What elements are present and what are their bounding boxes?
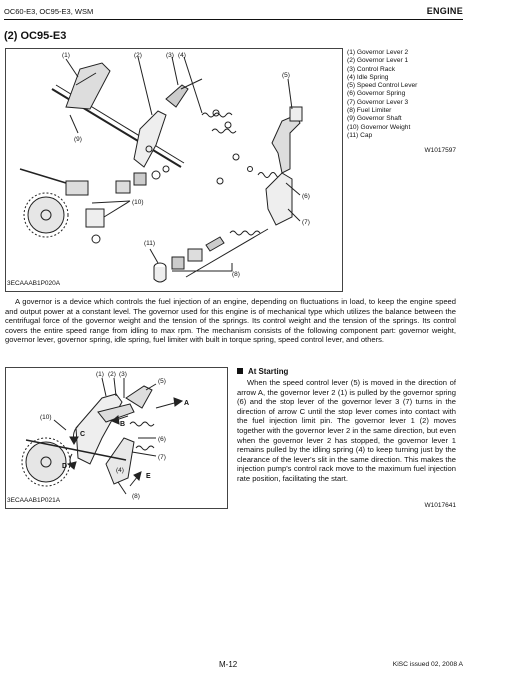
figure1-code: 3ECAAAB1P020A	[7, 280, 61, 287]
governor-description: A governor is a device which controls th…	[5, 297, 456, 345]
svg-text:(7): (7)	[302, 219, 310, 226]
svg-text:(10): (10)	[40, 414, 52, 421]
svg-text:C: C	[80, 431, 85, 438]
svg-text:(4): (4)	[178, 52, 186, 59]
governor-exploded-drawing: (1) (2) (3) (4) (5) (6) (7) (8) (9) (10)…	[19, 52, 310, 283]
header-section: ENGINE	[426, 6, 463, 16]
legend-item: (10) Governor Weight	[347, 123, 411, 131]
figure2-code: 3ECAAAB1P021A	[7, 497, 61, 504]
parts-legend: (1) Governor Lever 2 (2) Governor Lever …	[347, 49, 417, 140]
svg-text:(2): (2)	[134, 52, 142, 59]
svg-text:(2): (2)	[108, 371, 116, 378]
at-starting-heading: At Starting	[237, 367, 288, 376]
legend-item: (7) Governor Lever 3	[347, 98, 409, 106]
svg-text:(11): (11)	[144, 240, 155, 247]
svg-text:(3): (3)	[166, 52, 174, 59]
svg-text:(6): (6)	[158, 436, 166, 443]
legend-item: (8) Fuel Limiter	[347, 107, 392, 115]
svg-text:A: A	[184, 400, 189, 407]
header-rule	[4, 19, 463, 20]
at-starting-body: When the speed control lever (5) is move…	[237, 378, 456, 483]
bullet-square-icon	[237, 368, 243, 374]
svg-text:(5): (5)	[158, 378, 166, 385]
svg-text:(6): (6)	[302, 193, 310, 200]
starting-operation-drawing: (1) (2) (3) (5) (10) (6) (7) (8) (4) A B…	[21, 371, 189, 500]
section-title: (2) OC95-E3	[4, 30, 67, 42]
svg-text:(8): (8)	[132, 493, 140, 500]
page-number: M-12	[219, 660, 238, 669]
legend-item: (3) Control Rack	[347, 65, 396, 73]
svg-text:(7): (7)	[158, 454, 166, 461]
svg-text:E: E	[146, 473, 151, 480]
at-starting-code: W1017641	[424, 502, 456, 509]
legend-item: (6) Governor Spring	[347, 90, 406, 98]
starting-operation-figure: (1) (2) (3) (5) (10) (6) (7) (8) (4) A B…	[5, 367, 228, 509]
issue-info: KiSC issued 02, 2008 A	[392, 661, 463, 668]
svg-text:(4): (4)	[116, 467, 124, 474]
legend-item: (11) Cap	[347, 131, 373, 139]
svg-text:(3): (3)	[119, 371, 127, 378]
legend-code: W1017597	[424, 147, 456, 154]
svg-text:(5): (5)	[282, 72, 290, 79]
legend-item: (4) Idle Spring	[347, 73, 389, 81]
at-starting-title: At Starting	[248, 367, 289, 376]
svg-text:(10): (10)	[132, 199, 144, 206]
svg-text:(8): (8)	[232, 271, 240, 278]
svg-text:D: D	[62, 463, 67, 470]
governor-exploded-figure: (1) (2) (3) (4) (5) (6) (7) (8) (9) (10)…	[5, 48, 343, 292]
svg-text:(9): (9)	[74, 136, 82, 143]
legend-item: (2) Governor Lever 1	[347, 57, 409, 65]
legend-item: (5) Speed Control Lever	[347, 82, 418, 90]
header-models: OC60-E3, OC95-E3, WSM	[4, 7, 94, 16]
svg-text:B: B	[120, 421, 125, 428]
legend-item: (9) Governor Shaft	[347, 115, 402, 123]
svg-text:(1): (1)	[96, 371, 104, 378]
svg-text:(1): (1)	[62, 52, 70, 59]
legend-item: (1) Governor Lever 2	[347, 49, 409, 56]
